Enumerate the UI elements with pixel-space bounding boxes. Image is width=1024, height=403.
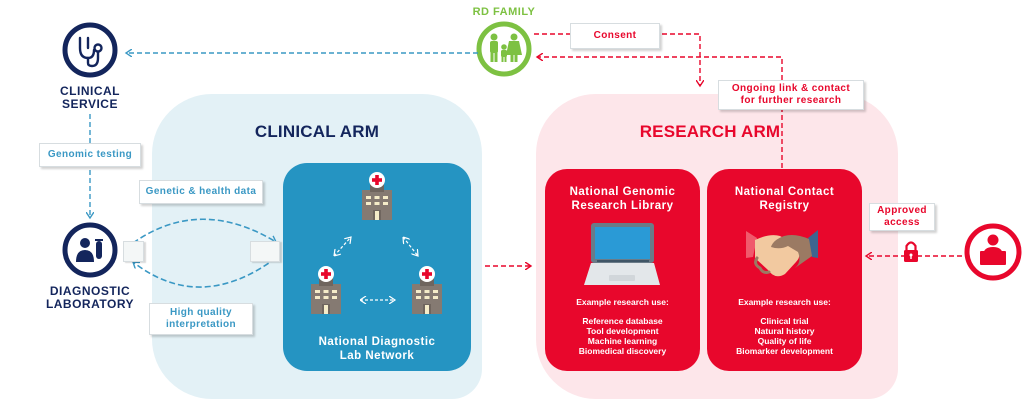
clinical-service-label-line1: CLINICAL <box>60 84 120 98</box>
approved-line1: Approved <box>877 205 927 216</box>
registry-use-item: Biomarker development <box>736 346 833 356</box>
ongoing-line1: Ongoing link & contact <box>731 83 851 94</box>
diagnostic-lab-node <box>62 222 118 278</box>
lab-network-label-line1: National Diagnostic <box>318 336 436 348</box>
clinical-arm-title: CLINICAL ARM <box>254 122 380 141</box>
family-icon <box>490 33 522 62</box>
high-quality-interpretation-callout: High quality interpretation <box>149 303 253 335</box>
registry-title-line2: Registry <box>759 200 810 212</box>
library-use-item: Biomedical discovery <box>578 346 667 356</box>
diagnostic-lab-label-line2: LABORATORY <box>45 297 135 311</box>
lab-technician-icon <box>76 238 103 262</box>
ongoing-link-callout: Ongoing link & contact for further resea… <box>718 80 864 110</box>
researcher-computer-icon <box>980 234 1006 265</box>
diagnostic-lab-label: DIAGNOSTIC LABORATORY <box>35 285 145 311</box>
genetic-health-data-callout: Genetic & health data <box>139 180 263 204</box>
library-use-item: Reference database <box>582 316 663 326</box>
consent-callout: Consent <box>570 23 660 49</box>
stethoscope-icon <box>78 36 103 68</box>
library-title: National Genomic Research Library <box>545 185 700 213</box>
library-use-item: Tool development <box>586 326 659 336</box>
registry-use-item: Natural history <box>754 326 815 336</box>
lab-network-label: National Diagnostic Lab Network <box>283 335 471 363</box>
registry-title: National Contact Registry <box>707 185 862 213</box>
rd-family-node <box>476 21 532 77</box>
researcher-node <box>964 223 1022 281</box>
registry-subtitle: Example research use: <box>738 297 831 307</box>
library-title-line1: National Genomic <box>569 186 676 198</box>
genomic-testing-callout: Genomic testing <box>39 143 141 167</box>
clinical-service-label: CLINICAL SERVICE <box>40 85 140 111</box>
high-quality-line1: High quality <box>169 307 233 318</box>
lab-network-label-line2: Lab Network <box>339 350 415 362</box>
approved-line2: access <box>884 217 920 228</box>
registry-title-line1: National Contact <box>734 186 835 198</box>
connector-stub <box>123 241 144 262</box>
genomic-research-library-card: National Genomic Research Library Exampl… <box>545 169 700 371</box>
approved-access-callout: Approved access <box>869 203 935 231</box>
library-uses: Reference database Tool development Mach… <box>545 316 700 356</box>
rd-family-label: RD FAMILY <box>472 6 536 18</box>
lock-icon <box>904 241 918 262</box>
clinical-service-node <box>62 22 118 78</box>
library-title-line2: Research Library <box>571 200 674 212</box>
high-quality-line2: interpretation <box>165 319 237 330</box>
research-arm-title: RESEARCH ARM <box>639 122 781 141</box>
diagnostic-lab-label-line1: DIAGNOSTIC <box>49 284 131 298</box>
clinical-service-label-line2: SERVICE <box>62 97 118 111</box>
registry-use-item: Clinical trial <box>760 316 809 326</box>
library-use-item: Machine learning <box>587 336 658 346</box>
library-subtitle: Example research use: <box>576 297 669 307</box>
registry-use-item: Quality of life <box>757 336 812 346</box>
registry-uses: Clinical trial Natural history Quality o… <box>707 316 862 356</box>
national-contact-registry-card: National Contact Registry Example resear… <box>707 169 862 371</box>
ongoing-line2: for further research <box>740 95 842 106</box>
connector-stub <box>250 241 280 262</box>
